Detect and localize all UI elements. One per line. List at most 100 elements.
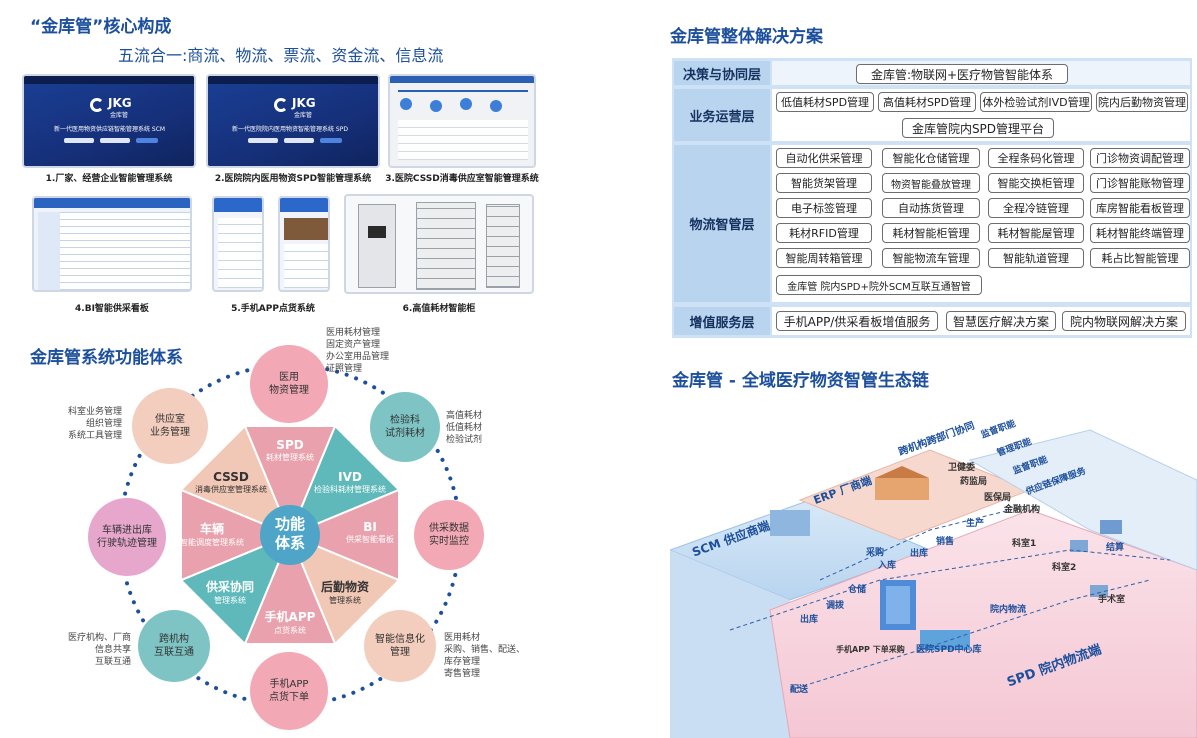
tag-rfid: 耗材RFID管理: [776, 223, 872, 243]
tag-stack: 物资智能叠放管理: [882, 173, 980, 193]
caption-screen-3: 3.医院CSSD消毒供应室智能管理系统: [385, 174, 539, 184]
note-info: 医用耗材采购、销售、配送、库存管理寄售管理: [444, 633, 526, 680]
caption-screen-6: 6.高值耗材智能柜: [402, 304, 476, 314]
note-ivd: 高值耗材低值耗材检验试剂: [446, 411, 483, 446]
tag-kanban: 库房智能看板管理: [1090, 198, 1190, 218]
caption-screen-5: 5.手机APP点货系统: [231, 304, 315, 314]
tag-auto-pick: 自动拣货管理: [882, 198, 980, 218]
circle-supply-room: 供应室业务管理: [132, 388, 208, 464]
flow-deliver: 配送: [790, 685, 809, 695]
or-room: 手术室: [1098, 595, 1126, 605]
tag-high-value-spd: 高值耗材SPD管理: [878, 92, 976, 112]
logo-text: JKG: [108, 96, 132, 110]
note-interconnect: 医疗机构、厂商信息共享互联互通: [68, 633, 132, 668]
flow-produce: 生产: [966, 519, 985, 529]
tag-smart-shelf: 智能货架管理: [776, 173, 872, 193]
app-order: 手机APP 下单采购: [836, 645, 905, 654]
screenshot-scm: JKG 金库管 新一代医用物资供应链智能管理系统 SCM: [22, 74, 196, 168]
flow-in: 入库: [878, 561, 897, 571]
screenshot-app-2: [278, 196, 330, 292]
tag-outpatient-account: 门诊智能账物管理: [1090, 173, 1190, 193]
tag-cold-chain: 全程冷链管理: [988, 198, 1084, 218]
flow-out-2: 出库: [800, 615, 819, 625]
core-subtitle: 五流合一:商流、物流、票流、资金流、信息流: [118, 46, 444, 65]
circle-smart-info: 智能信息化管理: [364, 610, 436, 682]
tag-outpatient-allocation: 门诊物资调配管理: [1090, 148, 1190, 168]
screenshot-bi: [32, 196, 192, 292]
jkg-logo-icon: [90, 98, 104, 112]
screenshot-cabinet: [344, 194, 534, 294]
tag-interconnect: 金库管 院内SPD+院外SCM互联互通智管: [776, 275, 982, 295]
org-insurance: 医保局: [984, 493, 1012, 503]
layer-decision: 决策与协同层: [674, 61, 770, 85]
eco-diagram: [670, 429, 1197, 738]
flow-transfer: 调拨: [826, 601, 845, 611]
screenshot-app-1: [212, 196, 264, 292]
tag-logistics-supplies: 院内后勤物资管理: [1096, 92, 1188, 112]
tag-ratio: 耗占比智能管理: [1090, 248, 1190, 268]
dept-1: 科室1: [1012, 539, 1037, 549]
petal-shape: [179, 424, 292, 537]
org-health: 卫健委: [948, 463, 976, 473]
circle-ivd: 检验科试剂耗材: [370, 392, 440, 462]
caption-screen-2: 2.医院院内医用物资SPD智能管理系统: [214, 174, 372, 184]
flow-storage: 仓储: [848, 585, 867, 595]
flow-settle: 结算: [1106, 543, 1125, 553]
tag-exchange-cabinet: 智能交换柜管理: [988, 173, 1084, 193]
tag-tote: 智能周转箱管理: [776, 248, 872, 268]
note-medical: 医用耗材管理固定资产管理办公室用品管理证照管理: [326, 328, 390, 375]
layer-business: 业务运营层: [674, 89, 770, 141]
tag-app-service: 手机APP/供采看板增值服务: [776, 311, 938, 331]
tag-e-label: 电子标签管理: [776, 198, 872, 218]
layer-value-added: 增值服务层: [674, 307, 770, 335]
solution-title: 金库管整体解决方案: [670, 27, 823, 47]
function-center: 功能 体系: [260, 515, 320, 553]
tag-iot: 院内物联网解决方案: [1062, 311, 1186, 331]
tag-auto-procure: 自动化供采管理: [776, 148, 872, 168]
system-line: 新一代医用物资供应链智能管理系统 SCM: [54, 126, 166, 133]
logistics-tag-grid: 自动化供采管理 智能化仓储管理 全程条码化管理 门诊物资调配管理 智能货架管理 …: [772, 145, 1192, 305]
tag-smart-terminal: 耗材智能终端管理: [1090, 223, 1190, 243]
petal-logistics: 后勤物资管理系统: [320, 580, 369, 605]
logo-subtext: 金库管: [294, 112, 313, 119]
tag-rail: 智能轨道管理: [988, 248, 1084, 268]
layer-logistics: 物流智管层: [674, 145, 770, 302]
tag-barcode: 全程条码化管理: [988, 148, 1084, 168]
circle-vehicle: 车辆进出库行驶轨迹管理: [88, 498, 166, 576]
petal-collab: 供采协同管理系统: [205, 580, 254, 605]
dept-2: 科室2: [1052, 563, 1077, 573]
tag-low-value-spd: 低值耗材SPD管理: [776, 92, 874, 112]
tag-ivd: 体外检验试剂IVD管理: [980, 92, 1092, 112]
petal-vehicle: 车辆智能调度管理系统: [180, 522, 244, 547]
function-title: 金库管系统功能体系: [30, 348, 183, 368]
tag-spd-platform: 金库管院内SPD管理平台: [902, 118, 1054, 138]
eco-title: 金库管 - 全域医疗物资智管生态链: [672, 371, 929, 391]
tag-decision: 金库管:物联网+医疗物管智能体系: [856, 64, 1068, 84]
flow-sell: 销售: [936, 537, 955, 547]
circle-medical-supplies: 医用物资管理: [250, 345, 328, 423]
org-finance: 金融机构: [1004, 505, 1041, 515]
tag-smart-warehouse: 智能化仓储管理: [882, 148, 980, 168]
caption-screen-4: 4.BI智能供采看板: [75, 304, 149, 314]
logo-subtext: 金库管: [110, 112, 129, 119]
center-line-2: 体系: [274, 533, 305, 552]
flow-out: 出库: [910, 549, 929, 559]
center-line-1: 功能: [274, 515, 305, 533]
tag-cart: 智能物流车管理: [882, 248, 980, 268]
function-wheel: [118, 363, 462, 707]
note-supply-room: 科室业务管理组织管理系统工具管理: [68, 407, 123, 442]
circle-data-monitor: 供采数据实时监控: [414, 500, 484, 570]
org-drug: 药监局: [960, 477, 988, 487]
tag-smart-cabinet: 耗材智能柜管理: [882, 223, 980, 243]
label-center: 医院SPD中心库: [916, 645, 982, 655]
flow-internal: 院内物流: [990, 605, 1027, 615]
screenshot-spd: JKG 金库管 新一代医院院内医用物资智能管理系统 SPD: [206, 74, 380, 168]
caption-screen-1: 1.厂家、经营企业智能管理系统: [45, 174, 173, 184]
system-line: 新一代医院院内医用物资智能管理系统 SPD: [232, 126, 348, 133]
core-title: “金库管”核心构成: [30, 17, 172, 37]
